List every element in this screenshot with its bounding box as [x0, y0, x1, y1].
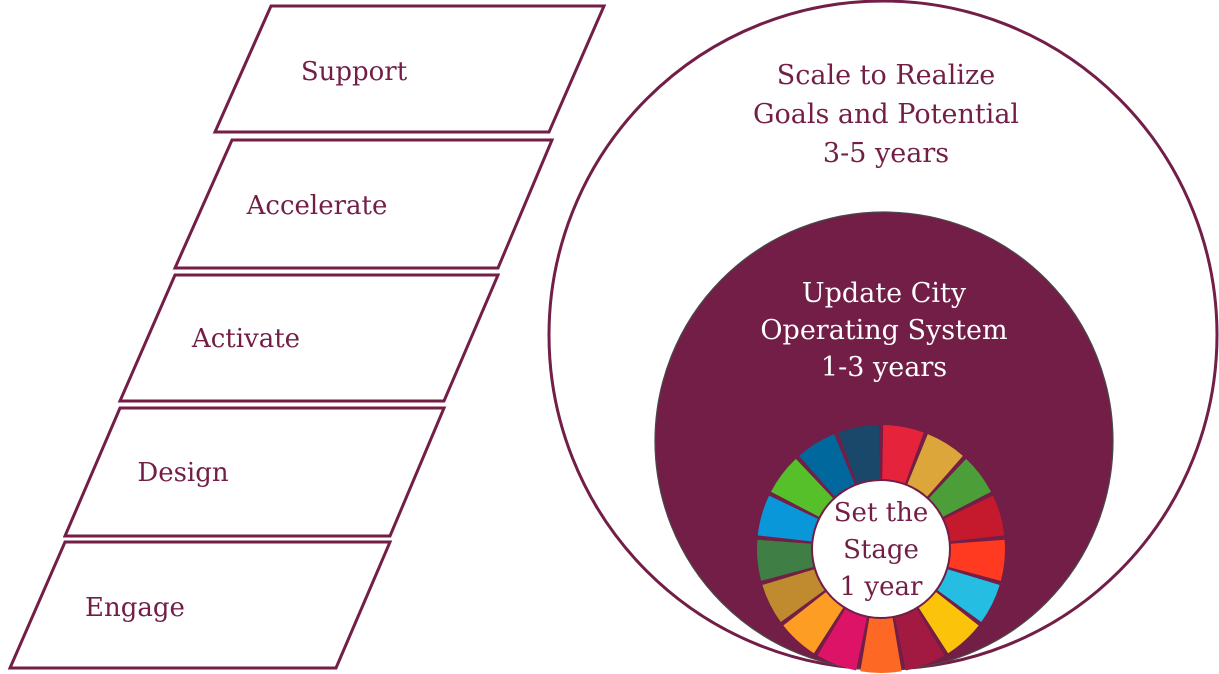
stage-design-shape: [62, 406, 447, 538]
sdg-wheel-segment: [770, 458, 833, 517]
sdg-wheel-segment: [929, 458, 992, 517]
sdg-wheel-segment: [799, 434, 855, 497]
sdg-wheel: [757, 425, 1005, 673]
sdg-wheel-segment: [838, 425, 880, 484]
outer-ring-line-1: Scale to Realize: [777, 60, 995, 91]
sdg-wheel-segment: [948, 539, 1005, 581]
stage-activate-shape: [117, 273, 501, 403]
stage-support-label: Support: [301, 57, 408, 87]
inner-ring: [813, 481, 949, 617]
stage-design: Design: [62, 406, 447, 538]
stage-activate-label: Activate: [191, 324, 300, 354]
sdg-wheel-segment: [762, 569, 825, 622]
timeline-rings: Scale to Realize Goals and Potential 3-5…: [547, 0, 1219, 673]
sdg-wheel-segment: [817, 609, 867, 671]
sdg-wheel-segment: [944, 495, 1005, 542]
stage-engage-shape: [7, 540, 393, 670]
stage-ladder: Support Accelerate Activate Design Engag…: [7, 4, 607, 670]
inner-ring-line-3: 1 year: [840, 572, 923, 602]
stage-accelerate: Accelerate: [172, 138, 555, 270]
sdg-wheel-segment: [757, 539, 814, 581]
sdg-wheel-segment: [757, 495, 818, 542]
sdg-wheel-segment: [895, 609, 945, 671]
outer-ring-line-3: 3-5 years: [823, 138, 949, 169]
sdg-wheel-segment: [882, 425, 924, 484]
stage-engage: Engage: [7, 540, 393, 670]
stage-support-shape: [212, 4, 607, 134]
sdg-wheel-segment: [937, 569, 1000, 622]
sdg-wheel-segment: [907, 434, 963, 497]
stage-design-label: Design: [137, 458, 229, 488]
outer-ring-line-2: Goals and Potential: [753, 99, 1019, 130]
middle-ring-line-1: Update City: [802, 278, 967, 309]
inner-ring-line-1: Set the: [834, 498, 929, 528]
stage-engage-label: Engage: [85, 593, 185, 623]
sdg-wheel-segment: [918, 592, 979, 654]
sdg-wheel-segment: [860, 618, 902, 673]
inner-ring-line-2: Stage: [843, 535, 919, 565]
stage-activate: Activate: [117, 273, 501, 403]
middle-ring-line-2: Operating System: [760, 315, 1007, 346]
sdg-wheel-segment: [783, 592, 844, 654]
stage-accelerate-shape: [172, 138, 555, 270]
stage-support: Support: [212, 4, 607, 134]
stage-accelerate-label: Accelerate: [246, 191, 388, 221]
middle-ring-line-3: 1-3 years: [821, 352, 947, 383]
